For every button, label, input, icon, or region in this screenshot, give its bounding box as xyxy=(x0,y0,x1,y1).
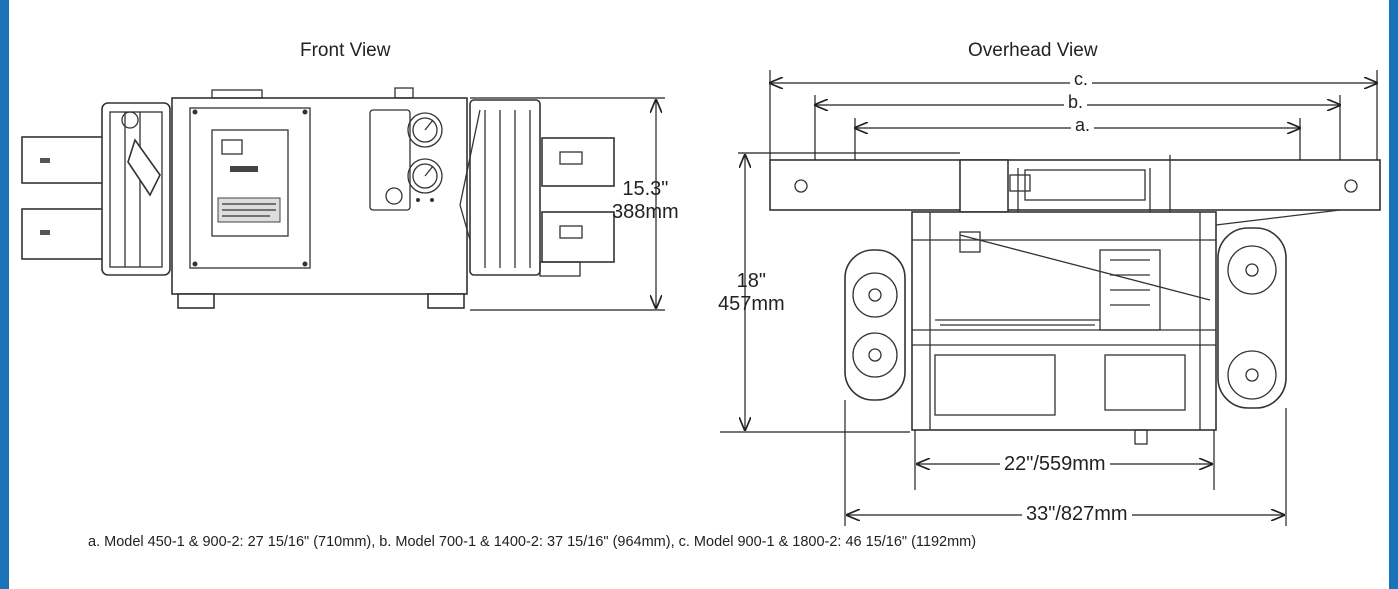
main-cabinet xyxy=(171,97,468,295)
width-22-label: 22"/559mm xyxy=(1000,453,1110,476)
dimension-c-label: c. xyxy=(1070,69,1093,90)
front-height-mm: 388mm xyxy=(612,201,679,223)
overhead-view-drawing xyxy=(720,70,1381,526)
dimension-a-label: a. xyxy=(1071,115,1095,136)
overhead-view-title: Overhead View xyxy=(968,40,1098,61)
overhead-depth-inches: 18" xyxy=(736,270,767,292)
model-dimensions-footnote: a. Model 450-1 & 900-2: 27 15/16" (710mm… xyxy=(88,534,977,550)
overhead-depth-mm: 457mm xyxy=(718,293,785,315)
left-lower-vessel xyxy=(21,208,115,260)
left-upper-vessel xyxy=(21,136,115,184)
main-frame xyxy=(911,211,1217,431)
width-33-label: 33"/827mm xyxy=(1022,503,1132,526)
front-height-inches: 15.3" xyxy=(622,178,669,200)
front-view-title: Front View xyxy=(300,40,391,61)
front-view-drawing xyxy=(21,87,665,311)
overhead-depth-label: 18" 457mm xyxy=(718,270,785,316)
front-height-label: 15.3" 388mm xyxy=(612,178,679,224)
dimension-b-label: b. xyxy=(1064,92,1088,113)
mounting-rail xyxy=(769,159,1381,211)
